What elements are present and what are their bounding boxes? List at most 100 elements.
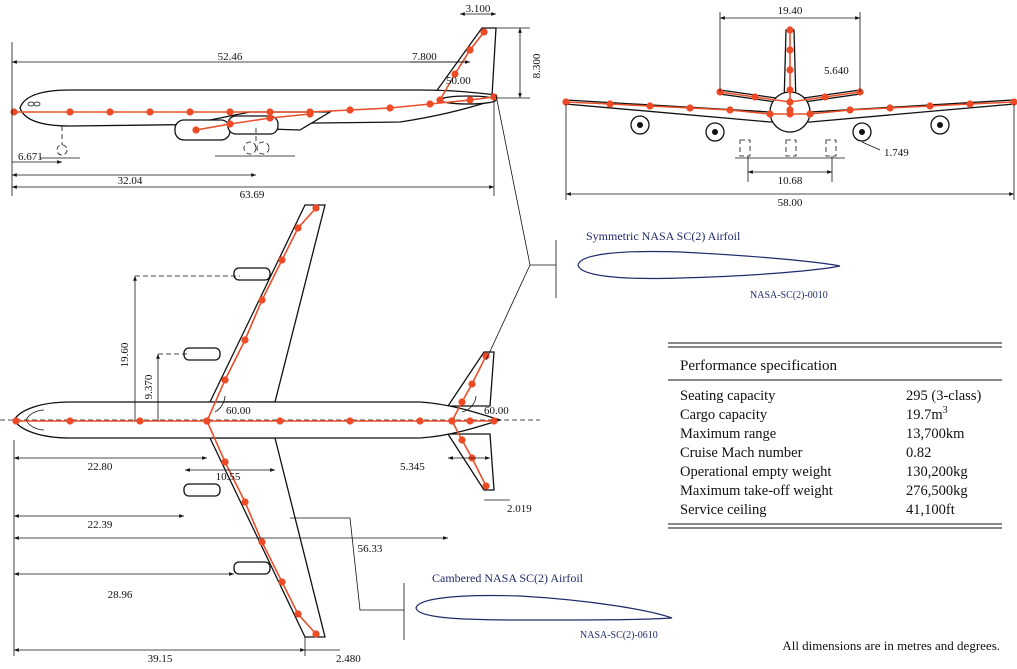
beam-node xyxy=(226,120,234,128)
beam-node xyxy=(1010,98,1017,106)
beam-node xyxy=(468,380,476,388)
beam-node xyxy=(186,108,194,116)
dim-fuselage-front-to-tail: 52.46 xyxy=(218,51,243,63)
dim-gear-height: 1.749 xyxy=(884,147,909,159)
performance-row-value: 19.7m3 xyxy=(906,405,948,423)
beam-node xyxy=(12,417,20,425)
top-engine xyxy=(183,347,221,361)
top-view xyxy=(0,204,540,638)
side-vertical-tail xyxy=(428,27,497,101)
beam-node xyxy=(221,458,229,466)
airfoil-cambered-title: Cambered NASA SC(2) Airfoil xyxy=(432,571,584,585)
dim-wing-tip-x: 39.15 xyxy=(148,653,173,664)
beam-node xyxy=(451,70,459,78)
dim-nose-gear: 6.671 xyxy=(18,151,43,163)
dim-htail-tip-chord: 2.019 xyxy=(507,503,532,515)
beam-node xyxy=(448,417,456,425)
beam-node xyxy=(466,417,474,425)
dimension-lines xyxy=(11,12,1015,656)
performance-row-label: Operational empty weight xyxy=(680,464,831,480)
beam-node xyxy=(66,108,74,116)
dim-fin-height: 5.640 xyxy=(824,65,849,77)
top-engine xyxy=(233,267,271,281)
side-main-gear xyxy=(243,141,257,155)
dim-wing-root-le-x: 22.80 xyxy=(88,461,113,473)
dim-tail-top-chord: 3.100 xyxy=(466,3,491,15)
beam-node xyxy=(726,106,734,114)
beam-node xyxy=(266,114,274,122)
dim-overall-length: 63.69 xyxy=(240,189,265,201)
performance-row-value: 13,700km xyxy=(906,426,965,442)
top-htail-upper xyxy=(446,351,495,407)
dim-wing-root-chord: 10.55 xyxy=(216,471,241,483)
beam-node xyxy=(821,93,829,101)
beam-node xyxy=(416,417,424,425)
beam-node xyxy=(426,100,434,108)
beam-node xyxy=(482,352,490,360)
beam-node xyxy=(386,104,394,112)
side-view xyxy=(10,27,498,159)
beam-node xyxy=(136,417,144,425)
airfoil-cambered-code: NASA-SC(2)-0610 xyxy=(580,630,658,641)
performance-row-label: Maximum range xyxy=(680,426,776,442)
cockpit-window xyxy=(33,101,41,107)
airfoil-symmetric: Symmetric NASA SC(2) Airfoil NASA-SC(2)-… xyxy=(577,229,841,301)
performance-table: Performance specification Seating capaci… xyxy=(668,342,1002,529)
beam-node xyxy=(258,296,266,304)
performance-row-label: Cargo capacity xyxy=(680,407,768,423)
side-engine-inboard xyxy=(174,119,231,141)
dim-htail-root-chord: 5.345 xyxy=(400,461,425,473)
beam-node xyxy=(312,630,320,638)
beam-node xyxy=(886,104,894,112)
dim-engine-outboard-y: 19.60 xyxy=(119,342,131,367)
beam-node xyxy=(278,578,286,586)
beam-node xyxy=(306,110,314,118)
airfoil-cambered-shape xyxy=(415,594,673,621)
beam-node xyxy=(606,100,614,108)
performance-row-value: 130,200kg xyxy=(906,464,968,480)
dim-inboard-engine-x: 22.39 xyxy=(88,519,113,531)
beam-node xyxy=(490,417,498,425)
beam-node xyxy=(436,96,444,104)
dim-main-gear: 32.04 xyxy=(118,175,143,187)
airfoil-cambered: Cambered NASA SC(2) Airfoil NASA-SC(2)-0… xyxy=(415,571,673,641)
dimension-labels: 52.46 3.100 7.800 8.300 50.00 6.671 32.0… xyxy=(18,3,909,665)
performance-row-label: Maximum take-off weight xyxy=(680,483,833,499)
beam-node xyxy=(806,110,814,118)
beam-node xyxy=(221,376,229,384)
units-note: All dimensions are in metres and degrees… xyxy=(782,638,1000,653)
beam-node xyxy=(646,102,654,110)
dim-tail-root-offset: 7.800 xyxy=(412,51,437,63)
beam-node xyxy=(458,398,466,406)
beam-node xyxy=(294,610,302,618)
dim-wing-tip-chord: 2.480 xyxy=(336,653,361,664)
beam-node xyxy=(786,46,794,54)
beam-node xyxy=(241,336,249,344)
performance-row-label: Cruise Mach number xyxy=(680,445,803,461)
performance-row-value: 276,500kg xyxy=(906,483,968,499)
performance-row-value: 295 (3-class) xyxy=(906,388,981,404)
top-engine xyxy=(183,483,221,497)
performance-title: Performance specification xyxy=(680,358,838,374)
dim-outboard-engine-x: 28.96 xyxy=(108,589,133,601)
beam-node xyxy=(241,498,249,506)
dim-main-gear-track: 10.68 xyxy=(778,175,803,187)
beam-node xyxy=(66,417,74,425)
dim-wingspan: 58.00 xyxy=(778,197,803,209)
top-htail-lower xyxy=(446,433,495,491)
performance-row-label: Seating capacity xyxy=(680,388,776,404)
beam-node xyxy=(294,224,302,232)
performance-row-value: 41,100ft xyxy=(906,502,955,518)
airfoil-symmetric-title: Symmetric NASA SC(2) Airfoil xyxy=(586,229,741,243)
beam-node xyxy=(686,104,694,112)
beam-node xyxy=(926,102,934,110)
dim-tail-height: 8.300 xyxy=(531,53,543,78)
beam-node xyxy=(276,417,284,425)
beam-node xyxy=(751,93,759,101)
airfoil-symmetric-code: NASA-SC(2)-0010 xyxy=(750,290,828,301)
beam-node xyxy=(786,86,794,94)
performance-row-value: 0.82 xyxy=(906,445,931,461)
beam-node xyxy=(346,417,354,425)
front-view xyxy=(562,26,1017,159)
